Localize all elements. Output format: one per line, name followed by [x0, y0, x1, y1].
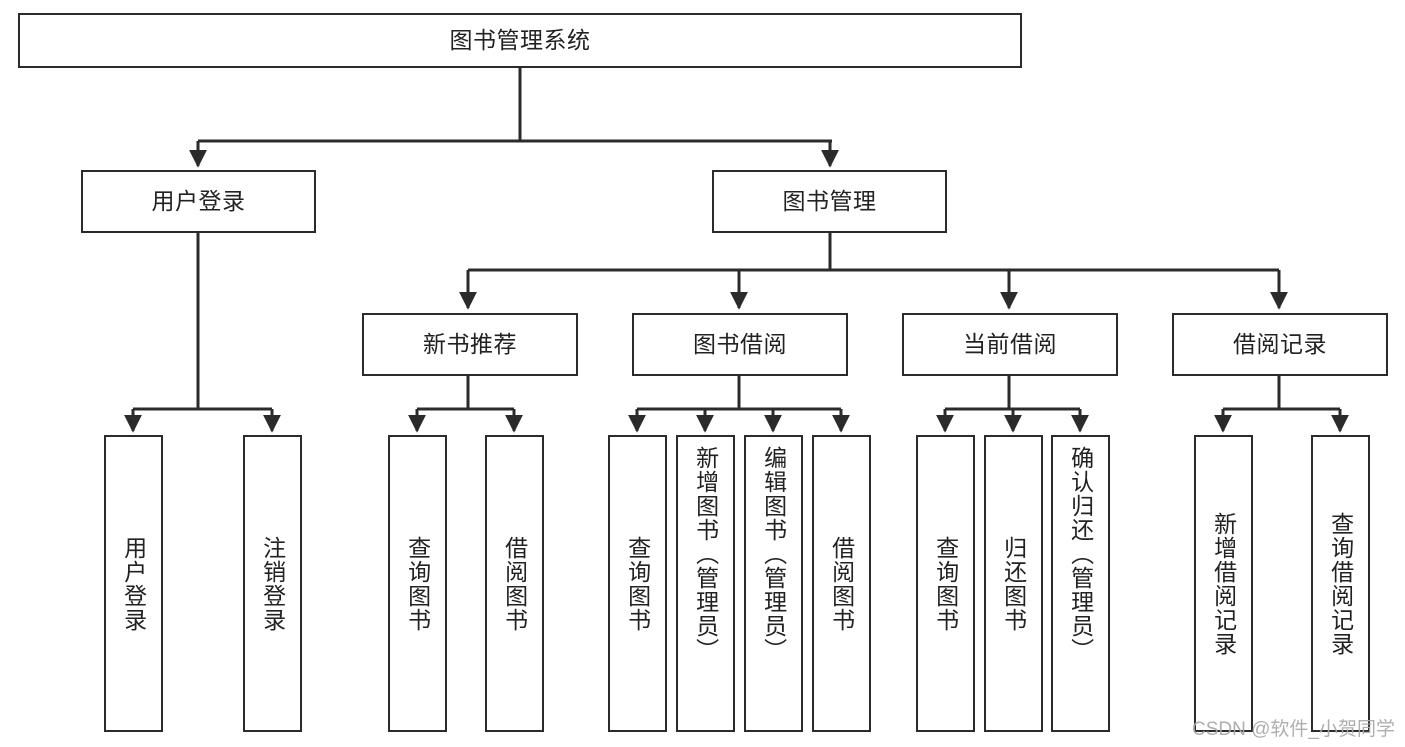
node-user-login-label: 用户登录: [151, 188, 246, 215]
node-leaf-edit-book-admin-label: 编辑图书（管理员）: [760, 446, 787, 662]
csdn-watermark: CSDN @软件_小贺同学: [1192, 719, 1395, 740]
node-current-borrow[interactable]: 当前借阅: [902, 313, 1118, 376]
node-borrow-record[interactable]: 借阅记录: [1172, 313, 1388, 376]
node-leaf-query-book-3[interactable]: 查询图书: [916, 435, 975, 732]
node-leaf-add-book-admin-label: 新增图书（管理员）: [692, 446, 719, 662]
node-current-borrow-label: 当前借阅: [963, 331, 1057, 358]
node-book-management[interactable]: 图书管理: [712, 170, 947, 233]
node-leaf-return-book-label: 归还图书: [1000, 535, 1027, 632]
node-leaf-query-book-1-label: 查询图书: [404, 535, 431, 632]
node-book-borrow[interactable]: 图书借阅: [632, 313, 848, 376]
node-book-management-label: 图书管理: [782, 188, 877, 215]
node-book-borrow-label: 图书借阅: [693, 331, 787, 358]
node-leaf-add-borrow-record[interactable]: 新增借阅记录: [1194, 435, 1253, 732]
node-leaf-query-book-1[interactable]: 查询图书: [388, 435, 447, 732]
node-leaf-confirm-return-admin[interactable]: 确认归还（管理员）: [1051, 435, 1110, 732]
node-new-book-recommend-label: 新书推荐: [423, 331, 517, 358]
node-leaf-borrow-book-2-label: 借阅图书: [828, 535, 855, 632]
node-leaf-query-book-2-label: 查询图书: [624, 535, 651, 632]
node-leaf-query-book-3-label: 查询图书: [932, 535, 959, 632]
node-leaf-query-book-2[interactable]: 查询图书: [608, 435, 667, 732]
node-borrow-record-label: 借阅记录: [1233, 331, 1327, 358]
node-leaf-query-borrow-record-label: 查询借阅记录: [1327, 511, 1354, 656]
node-leaf-return-book[interactable]: 归还图书: [984, 435, 1043, 732]
node-new-book-recommend[interactable]: 新书推荐: [362, 313, 578, 376]
node-leaf-add-book-admin[interactable]: 新增图书（管理员）: [676, 435, 735, 732]
node-root-label: 图书管理系统: [449, 27, 591, 54]
node-leaf-borrow-book-1-label: 借阅图书: [501, 535, 528, 632]
node-user-login[interactable]: 用户登录: [81, 170, 316, 233]
node-root-book-management-system[interactable]: 图书管理系统: [18, 13, 1022, 68]
node-leaf-borrow-book-2[interactable]: 借阅图书: [812, 435, 871, 732]
node-leaf-query-borrow-record[interactable]: 查询借阅记录: [1311, 435, 1370, 732]
node-leaf-logout[interactable]: 注销登录: [243, 435, 302, 732]
node-leaf-add-borrow-record-label: 新增借阅记录: [1210, 511, 1237, 656]
node-leaf-user-login[interactable]: 用户登录: [104, 435, 163, 732]
node-leaf-borrow-book-1[interactable]: 借阅图书: [485, 435, 544, 732]
node-leaf-edit-book-admin[interactable]: 编辑图书（管理员）: [744, 435, 803, 732]
node-leaf-logout-label: 注销登录: [259, 535, 286, 632]
node-leaf-confirm-return-admin-label: 确认归还（管理员）: [1067, 446, 1094, 662]
node-leaf-user-login-label: 用户登录: [120, 535, 147, 632]
